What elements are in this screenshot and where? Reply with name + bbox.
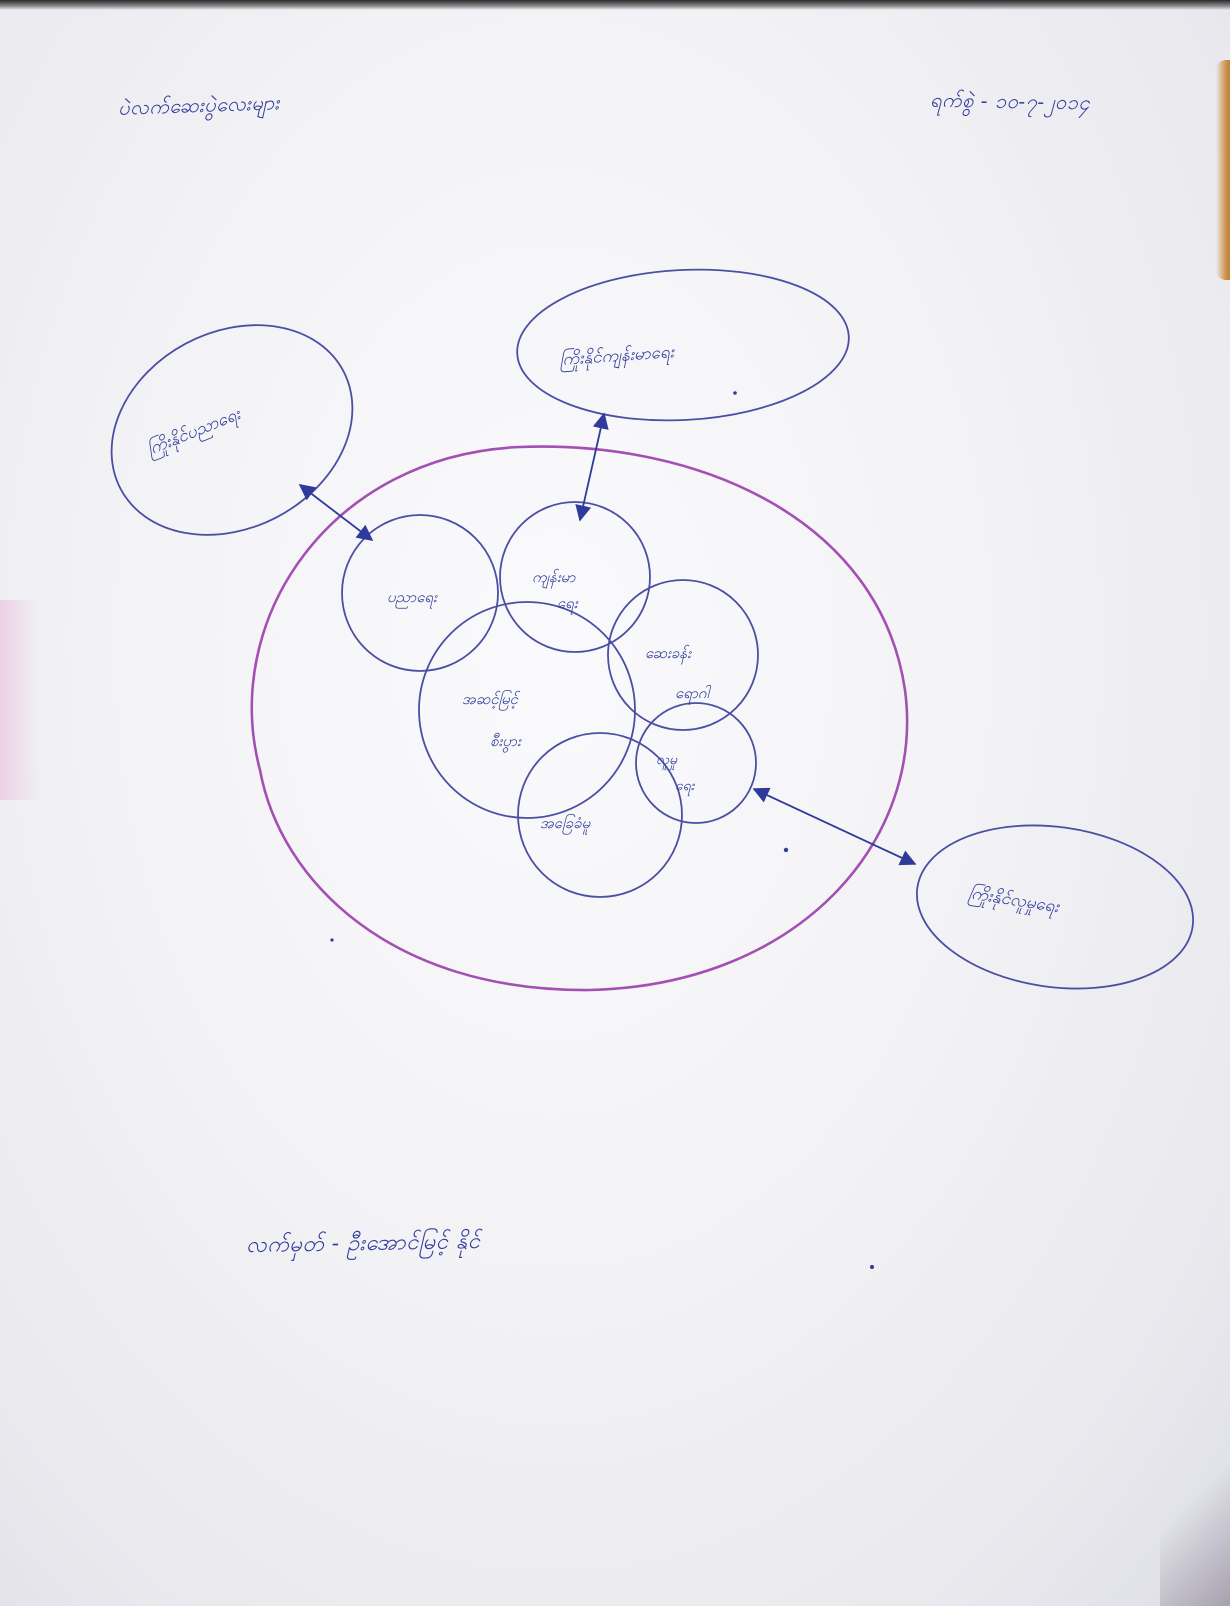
inner-node-2-label-line1: ကျန်းမာ: [532, 568, 576, 589]
inner-node-3-shape: [607, 579, 759, 731]
inner-node-3-label-line2: ရောဂါ: [675, 684, 711, 705]
outer-node-right-label: ကြိုးနိုင်လူမှုရေး: [967, 882, 1062, 920]
photo-right-edge: [1216, 60, 1230, 280]
handwritten-signature-line: လက်မှတ် - ဦးအောင်မြင့် နိုင်: [245, 1228, 481, 1259]
arrow-left-connector: [298, 484, 374, 541]
outer-node-left-shape: [110, 324, 354, 536]
ink-speck: [783, 847, 789, 853]
photo-corner-shadow: [1160, 1466, 1230, 1606]
inner-node-6-shape: [517, 732, 683, 898]
arrow-right-connector: [752, 787, 917, 866]
inner-node-4-label-line1: အဆင့်မြင့်: [462, 690, 520, 711]
inner-node-4-shape: [418, 601, 636, 819]
inner-node-1-shape: [341, 514, 499, 672]
ink-speck: [330, 938, 334, 942]
inner-node-2-shape: [499, 501, 651, 653]
outer-boundary-circle: [250, 445, 909, 992]
photo-top-edge: [0, 0, 1230, 10]
outer-node-top-label: ကြိုးနိုင်ကျန်းမာရေး: [559, 341, 677, 373]
outer-node-top-shape: [516, 268, 850, 422]
paper-smudge: [0, 600, 40, 800]
arrow-top-connector: [575, 412, 609, 522]
inner-node-2-label-line2: ရေး: [557, 594, 579, 615]
inner-node-6-label: အခြေခံမူ: [540, 814, 591, 835]
inner-node-3-label-line1: ဆေးခန်း: [645, 644, 692, 665]
ink-speck: [870, 1265, 874, 1269]
outer-node-right-shape: [916, 824, 1194, 990]
ink-speck: [733, 391, 737, 395]
inner-node-5-shape: [635, 702, 757, 824]
inner-node-1-label: ပညာရေး: [387, 588, 438, 609]
inner-node-4-label-line2: စီးပွား: [490, 732, 522, 753]
outer-node-left-label: ကြိုးနိုင်ပညာရေး: [144, 403, 246, 463]
inner-node-5-label-line1: လူမှု: [656, 752, 678, 771]
inner-node-5-label-line2: ရေး: [675, 778, 696, 797]
